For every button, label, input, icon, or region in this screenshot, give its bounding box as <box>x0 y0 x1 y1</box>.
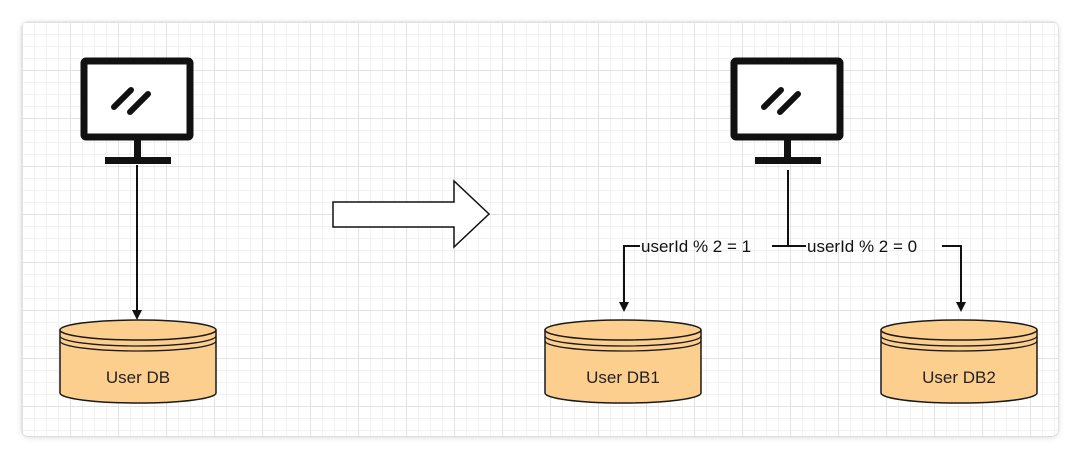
database-cylinder <box>544 319 702 404</box>
database-cylinder <box>880 319 1038 404</box>
db-label-shard2: User DB2 <box>922 368 996 387</box>
monitor-icon <box>730 57 844 164</box>
route-label-odd: userId % 2 = 1 <box>641 237 751 256</box>
monitor-icon <box>80 57 194 164</box>
database-cylinder <box>59 319 217 404</box>
right-arrow-icon <box>332 179 491 249</box>
connector-line <box>619 245 640 312</box>
connector-line <box>942 245 966 312</box>
db-label-shard1: User DB1 <box>586 368 660 387</box>
db-label-single: User DB <box>106 368 170 387</box>
route-label-even: userId % 2 = 0 <box>807 237 917 256</box>
